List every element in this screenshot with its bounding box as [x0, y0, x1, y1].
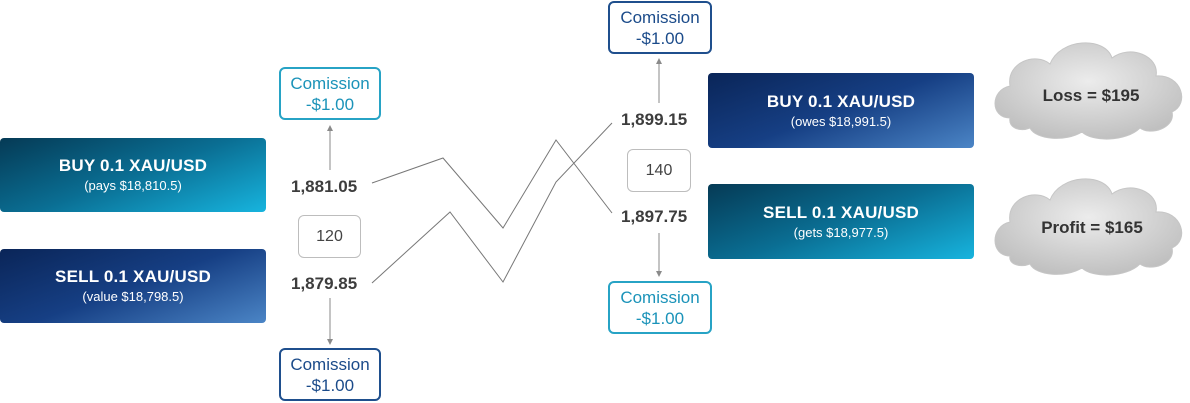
left-buy-box: BUY 0.1 XAU/USD (pays $18,810.5) [0, 138, 266, 212]
profit-label: Profit = $165 [1041, 218, 1143, 237]
buy-price-path [371, 139, 613, 229]
left-top-commission-label: Comission [290, 73, 370, 93]
left-buy-price: 1,881.05 [291, 177, 358, 196]
right-bottom-commission-label: Comission [620, 287, 700, 307]
right-buy-title: BUY 0.1 XAU/USD [766, 91, 916, 111]
right-buy-box: BUY 0.1 XAU/USD (owes $18,991.5) [708, 73, 974, 148]
right-sell-price: 1,897.75 [621, 207, 688, 226]
right-spread: 140 [627, 149, 691, 192]
right-top-commission-label: Comission [620, 7, 700, 27]
left-buy-sub: (pays $18,810.5) [84, 178, 182, 193]
loss-label: Loss = $195 [1042, 86, 1140, 105]
loss-cloud-icon [994, 42, 1183, 140]
right-bottom-commission: Comission -$1.00 [608, 281, 712, 334]
left-top-commission-value: -$1.00 [305, 94, 355, 114]
left-bottom-commission-label: Comission [290, 354, 370, 374]
right-buy-sub: (owes $18,991.5) [790, 113, 892, 129]
left-spread: 120 [298, 215, 361, 258]
right-sell-sub: (gets $18,977.5) [793, 224, 889, 240]
left-buy-title: BUY 0.1 XAU/USD [58, 156, 208, 175]
right-top-commission-value: -$1.00 [635, 28, 685, 48]
left-sell-price: 1,879.85 [291, 274, 358, 293]
left-bottom-commission: Comission -$1.00 [279, 348, 381, 401]
sell-price-path [371, 122, 613, 284]
right-buy-price: 1,899.15 [621, 110, 688, 129]
left-top-commission: Comission -$1.00 [279, 67, 381, 120]
right-bottom-commission-value: -$1.00 [635, 308, 685, 328]
profit-cloud-icon [994, 178, 1183, 276]
right-top-commission: Comission -$1.00 [608, 1, 712, 54]
left-sell-title: SELL 0.1 XAU/USD [55, 267, 211, 286]
left-sell-sub: (value $18,798.5) [82, 289, 184, 304]
right-sell-title: SELL 0.1 XAU/USD [763, 202, 919, 222]
right-sell-box: SELL 0.1 XAU/USD (gets $18,977.5) [708, 184, 974, 259]
left-bottom-commission-value: -$1.00 [305, 375, 355, 395]
left-sell-box: SELL 0.1 XAU/USD (value $18,798.5) [0, 249, 266, 323]
